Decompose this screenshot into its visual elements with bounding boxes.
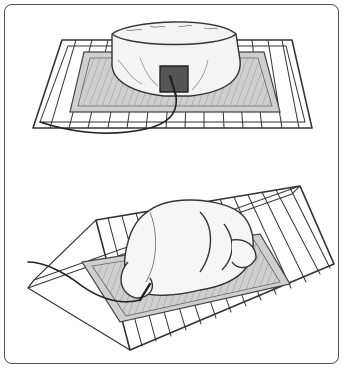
roast-meat: [112, 22, 240, 96]
